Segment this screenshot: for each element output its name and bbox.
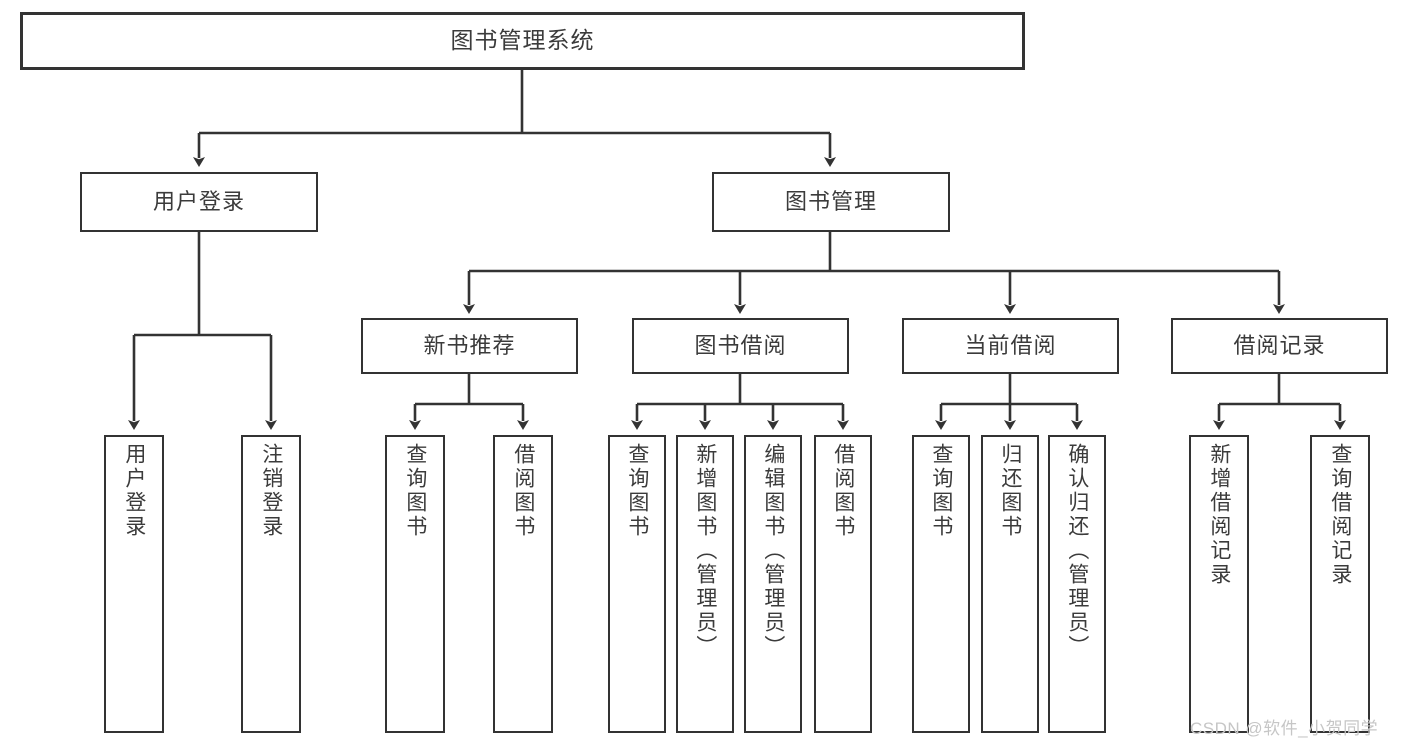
leaf-new-book-query-books[interactable]: 查询图书	[385, 435, 445, 733]
leaf-borrow-borrow-books[interactable]: 借阅图书	[814, 435, 872, 733]
leaf-record-query-borrow-record[interactable]: 查询借阅记录	[1310, 435, 1370, 733]
leaf-current-confirm-return-admin[interactable]: 确认归还（管理员）	[1048, 435, 1106, 733]
node-label: 查询图书	[403, 443, 427, 539]
node-current-borrowing[interactable]: 当前借阅	[902, 318, 1119, 374]
node-book-management[interactable]: 图书管理	[712, 172, 950, 232]
leaf-record-add-borrow-record[interactable]: 新增借阅记录	[1189, 435, 1249, 733]
csdn-watermark: CSDN @软件_小贺同学	[1190, 719, 1379, 738]
leaf-borrow-query-books[interactable]: 查询图书	[608, 435, 666, 733]
node-label: 新增借阅记录	[1207, 443, 1231, 587]
leaf-borrow-edit-book-admin[interactable]: 编辑图书（管理员）	[744, 435, 802, 733]
leaf-user-login-signout[interactable]: 注销登录	[241, 435, 301, 733]
node-label: 借阅图书	[831, 443, 855, 539]
leaf-borrow-add-book-admin[interactable]: 新增图书（管理员）	[676, 435, 734, 733]
node-user-login[interactable]: 用户登录	[80, 172, 318, 232]
node-label: 注销登录	[259, 443, 283, 539]
leaf-new-book-borrow-books[interactable]: 借阅图书	[493, 435, 553, 733]
node-label: 归还图书	[998, 443, 1022, 539]
node-label: 新增图书（管理员）	[693, 443, 717, 659]
node-label: 新书推荐	[423, 332, 516, 358]
node-label: 查询图书	[929, 443, 953, 539]
node-label: 图书管理系统	[450, 27, 595, 54]
node-label: 借阅图书	[511, 443, 535, 539]
node-label: 图书管理	[784, 188, 877, 214]
node-label: 图书借阅	[694, 332, 787, 358]
leaf-user-login-signin[interactable]: 用户登录	[104, 435, 164, 733]
node-label: 查询借阅记录	[1328, 443, 1352, 587]
node-root-book-management-system[interactable]: 图书管理系统	[20, 12, 1025, 70]
node-new-book-recommendation[interactable]: 新书推荐	[361, 318, 578, 374]
node-label: 用户登录	[152, 188, 245, 214]
node-label: 借阅记录	[1233, 332, 1326, 358]
node-label: 用户登录	[122, 443, 146, 539]
leaf-current-query-books[interactable]: 查询图书	[912, 435, 970, 733]
node-label: 编辑图书（管理员）	[761, 443, 785, 659]
node-label: 查询图书	[625, 443, 649, 539]
node-label: 当前借阅	[964, 332, 1057, 358]
node-book-borrowing[interactable]: 图书借阅	[632, 318, 849, 374]
node-borrow-records[interactable]: 借阅记录	[1171, 318, 1388, 374]
leaf-current-return-books[interactable]: 归还图书	[981, 435, 1039, 733]
node-label: 确认归还（管理员）	[1065, 443, 1089, 659]
